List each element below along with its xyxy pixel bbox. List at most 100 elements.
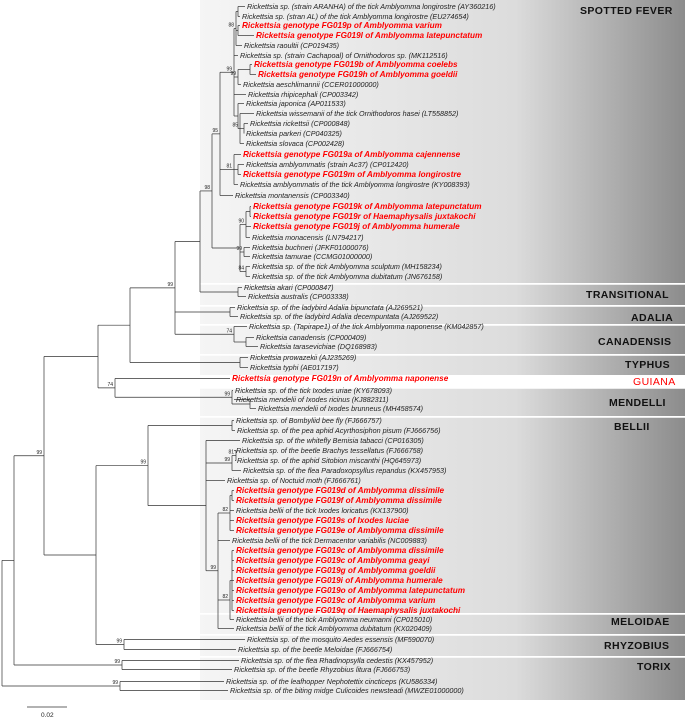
clade-label-bellii: BELLII [614, 421, 650, 433]
bootstrap-value: 74 [107, 382, 113, 388]
clade-band-torix [200, 657, 685, 700]
clade-band-canadensis [200, 325, 685, 354]
leaf-label: Rickettsia sp. of Bombyliid bee fly (FJ6… [236, 416, 382, 425]
bootstrap-value: 99 [236, 246, 242, 252]
leaf-label: Rickettsia sp. of the tick Amblyomma scu… [252, 262, 442, 271]
leaf-label: Rickettsia sp. of the leafhopper Nephote… [226, 677, 437, 686]
leaf-label: Rickettsia sp. of the whitefly Bemisia t… [242, 436, 424, 445]
bootstrap-value: 99 [210, 565, 216, 571]
clade-band-typhus [200, 355, 685, 375]
clade-label-mendelli: MENDELLI [609, 397, 666, 409]
bootstrap-value: 84 [238, 266, 244, 272]
leaf-label: Rickettsia mendelii of Ixodes ricinus (K… [236, 395, 388, 404]
clade-label-guiana: GUIANA [633, 376, 676, 388]
leaf-label: Rickettsia canadensis (CP000409) [256, 333, 366, 342]
leaf-label: Rickettsia buchneri (JFKF01000076) [252, 243, 369, 252]
leaf-label: Rickettsia bellii of the tick Ixodes lor… [236, 506, 409, 515]
clade-label-torix: TORIX [637, 661, 671, 673]
bootstrap-value: 99 [36, 450, 42, 456]
leaf-label: Rickettsia sp. of the biting midge Culic… [230, 686, 464, 695]
leaf-label: Rickettsia sp. of the mosquito Aedes ess… [247, 635, 434, 644]
bootstrap-values: 8899859981959099849899747499819999998282… [36, 23, 244, 687]
leaf-label: Rickettsia amblyommatis of the tick Ambl… [240, 180, 470, 189]
leaf-label: Rickettsia sp. of the tick Amblyomma dub… [252, 272, 442, 281]
leaf-label: Rickettsia sp. of Noctuid moth (FJ666761… [227, 476, 361, 485]
leaf-label: Rickettsia sp. of the ladybird Adalia de… [240, 312, 438, 321]
leaf-label: Rickettsia sp. of the aphid Sitobion mis… [237, 456, 421, 465]
bootstrap-value: 99 [114, 659, 120, 665]
leaf-label: Rickettsia bellii of the tick Amblyomma … [236, 624, 432, 633]
leaf-label: Rickettsia aeschlimannii (CCER01000000) [243, 80, 379, 89]
leaf-label: Rickettsia australis (CP003338) [248, 292, 349, 301]
clade-band-meloidae [200, 614, 685, 634]
leaf-label-novel-genotype: Rickettsia genotype FG019c of Amblyomma … [236, 546, 444, 555]
leaf-label: Rickettsia rhipicephali (CP003342) [248, 90, 358, 99]
bootstrap-value: 81 [228, 450, 234, 456]
leaf-label-novel-genotype: Rickettsia genotype FG019c of Amblyomma … [236, 596, 435, 605]
leaf-label-novel-genotype: Rickettsia genotype FG019g of Amblyomma … [236, 566, 436, 575]
bootstrap-value: 99 [112, 680, 118, 686]
leaf-labels: Rickettsia sp. (strain ARANHA) of the ti… [226, 2, 496, 695]
bootstrap-value: 95 [212, 128, 218, 134]
leaf-label-novel-genotype: Rickettsia genotype FG019o of Amblyomma … [236, 586, 465, 595]
leaf-label-novel-genotype: Rickettsia genotype FG019h of Amblyomma … [258, 70, 458, 79]
bootstrap-value: 99 [224, 457, 230, 463]
leaf-label: Rickettsia rickettsii (CP000848) [250, 119, 350, 128]
leaf-label-novel-genotype: Rickettsia genotype FG019c of Amblyomma … [236, 556, 430, 565]
bootstrap-value: 99 [226, 66, 232, 72]
leaf-label-novel-genotype: Rickettsia genotype FG019p of Amblyomma … [242, 21, 442, 30]
clade-band-mendelli [200, 388, 685, 416]
clade-bands [200, 0, 685, 700]
bootstrap-value: 81 [226, 164, 232, 170]
leaf-label: Rickettsia sp. (stran AL) of the tick Am… [242, 12, 469, 21]
bootstrap-value: 99 [167, 282, 173, 288]
leaf-label-novel-genotype: Rickettsia genotype FG019k of Amblyomma … [253, 202, 482, 211]
leaf-label: Rickettsia amblyommatis (strain Ac37) (C… [246, 160, 409, 169]
bootstrap-value: 99 [140, 460, 146, 466]
leaf-label: Rickettsia sp. (Tapirape1) of the tick A… [249, 322, 484, 331]
leaf-label: Rickettsia sp. of the beetle Meloidae (F… [238, 645, 392, 654]
leaf-label: Rickettsia sp. of the flea Rhadinopsylla… [241, 656, 433, 665]
leaf-label-novel-genotype: Rickettsia genotype FG019a of Amblyomma … [243, 150, 461, 159]
bootstrap-value: 85 [232, 123, 238, 129]
leaf-label: Rickettsia bellii of the tick Amblyomma … [236, 615, 432, 624]
tree-branches [1, 6, 258, 691]
leaf-label-novel-genotype: Rickettsia genotype FG019s of Ixodes luc… [236, 516, 409, 525]
leaf-label: Rickettsia slovaca (CP002428) [246, 139, 344, 148]
clade-band-transitional [200, 284, 685, 305]
clade-band-bellii [200, 417, 685, 613]
leaf-label: Rickettsia sp. of the beetle Brachys tes… [236, 446, 423, 455]
clade-labels: SPOTTED FEVERTRANSITIONALADALIACANADENSI… [580, 5, 676, 673]
clade-label-spotted: SPOTTED FEVER [580, 5, 673, 17]
clade-label-meloidae: MELOIDAE [611, 616, 670, 628]
clade-band-guiana [200, 376, 685, 387]
leaf-label: Rickettsia parkeri (CP040325) [246, 129, 342, 138]
bootstrap-value: 99 [116, 639, 122, 645]
leaf-label-novel-genotype: Rickettsia genotype FG019n of Amblyomma … [232, 374, 449, 383]
bootstrap-value: 82 [222, 594, 228, 600]
scale-bar: 0.02 [27, 706, 67, 719]
leaf-label: Rickettsia sp. (strain Cachapoal) of Orn… [240, 51, 448, 60]
leaf-label-novel-genotype: Rickettsia genotype FG019e of Amblyomma … [236, 526, 444, 535]
leaf-label: Rickettsia sp. of the tick Ixodes uriae … [235, 386, 392, 395]
leaf-label: Rickettsia sp. of the flea Paradoxopsyll… [243, 466, 446, 475]
bootstrap-value: 82 [222, 507, 228, 513]
leaf-label: Rickettsia mendelii of Ixodes brunneus (… [258, 404, 423, 413]
scale-bar-label: 0.02 [41, 712, 54, 719]
bootstrap-value: 90 [238, 219, 244, 225]
bootstrap-value: 99 [230, 71, 236, 77]
leaf-label: Rickettsia prowazekii (AJ235269) [250, 353, 356, 362]
clade-label-canadensis: CANADENSIS [598, 336, 671, 348]
bootstrap-value: 98 [204, 185, 210, 191]
leaf-label-novel-genotype: Rickettsia genotype FG019m of Amblyomma … [243, 170, 462, 179]
leaf-label: Rickettsia wissemanii of the tick Ornith… [256, 109, 458, 118]
clade-label-rhyzobius: RHYZOBIUS [604, 640, 669, 652]
clade-band-spotted [200, 0, 685, 283]
leaf-label-novel-genotype: Rickettsia genotype FG019j of Amblyomma … [253, 222, 460, 231]
leaf-label: Rickettsia monacensis (LN794217) [252, 233, 363, 242]
leaf-label-novel-genotype: Rickettsia genotype FG019f of Amblyomma … [236, 496, 442, 505]
clade-label-adalia: ADALIA [631, 312, 673, 324]
leaf-label-novel-genotype: Rickettsia genotype FG019i of Amblyomma … [236, 576, 443, 585]
bootstrap-value: 74 [226, 328, 232, 334]
